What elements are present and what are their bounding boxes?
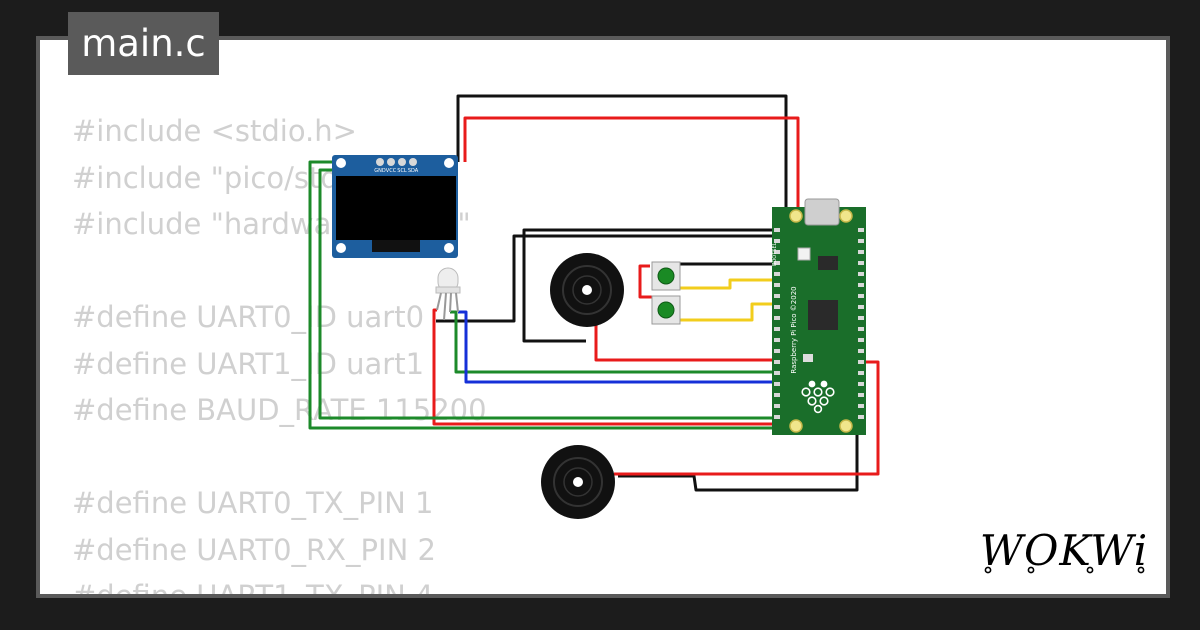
oled-label-sda: SDA	[408, 168, 419, 174]
wire-black-oled-gnd[interactable]	[456, 94, 788, 212]
rgb-led-leg-red	[436, 292, 442, 311]
code-line-9: #define UART0_TX_PIN 1	[72, 486, 434, 520]
code-line-6: #define UART1_ID uart1	[72, 346, 425, 381]
oled-mount-hole-tr	[444, 158, 454, 168]
code-line-10: #define UART0_RX_PIN 2	[72, 532, 436, 567]
push-button-2[interactable]	[651, 295, 681, 325]
wire-green-oled-sda[interactable]	[318, 168, 780, 420]
logo-node-2	[1027, 566, 1035, 574]
wire-red-led[interactable]	[432, 308, 780, 426]
logo-node-4	[1137, 566, 1145, 574]
wire-black-buzzer2[interactable]	[618, 408, 859, 492]
oled-pin-gnd[interactable]	[376, 158, 384, 166]
pico-led	[803, 354, 813, 362]
buzzer-1-hole	[582, 285, 592, 295]
pico-mount-hole-tl	[789, 209, 803, 223]
push-button-2-cap[interactable]	[657, 301, 675, 319]
code-line-5: #define UART0_ID uart0	[72, 300, 425, 334]
wire-green-oled-scl[interactable]	[308, 160, 780, 430]
oled-pin-scl[interactable]	[398, 158, 406, 166]
logo-node-1	[984, 566, 992, 574]
pico-bootsel-label: BOOTSEL	[772, 242, 778, 266]
pico-usb-port	[804, 198, 840, 226]
wire-red-buzzer1[interactable]	[594, 322, 780, 362]
buzzer-1-ring	[562, 265, 612, 315]
pico-silkscreen: Raspberry Pi Pico ©2020	[790, 286, 798, 373]
pico-right-pins[interactable]	[858, 228, 864, 419]
oled-screen	[336, 176, 456, 240]
oled-label-gnd: GND	[374, 168, 386, 174]
push-button-1[interactable]	[651, 261, 681, 291]
wire-green-led[interactable]	[450, 310, 780, 374]
wokwi-logo-text: WOKWi	[980, 526, 1148, 575]
wire-blue-led[interactable]	[458, 310, 780, 384]
raspberry-pi-pico[interactable]: BOOTSEL Raspberry Pi Pico ©2020	[772, 198, 866, 435]
buzzer-2-ring-inner	[563, 467, 593, 497]
wire-black-buzzer1[interactable]	[436, 234, 790, 323]
rgb-led-leg-green	[449, 292, 452, 313]
code-editor: #include <stdio.h>#include "pico/stdlib.…	[72, 108, 487, 598]
code-line-1: #include <stdio.h>	[72, 114, 357, 148]
pico-bootsel-button[interactable]	[797, 247, 811, 261]
code-line-7: #define BAUD_RATE 115200	[72, 393, 487, 427]
pico-mount-hole-tr	[839, 209, 853, 223]
buzzer-1-ring-inner	[572, 275, 602, 305]
buzzer-2-ring	[553, 457, 603, 507]
oled-mount-hole-tl	[336, 158, 346, 168]
code-line-11: #define UART1_TX_PIN 4	[72, 579, 434, 598]
wire-red-buttons[interactable]	[638, 264, 656, 299]
oled-mount-hole-bl	[336, 243, 346, 253]
rgb-led-base	[435, 286, 461, 294]
wokwi-logo: WOKWi	[980, 526, 1148, 575]
buzzer-2[interactable]	[541, 445, 615, 519]
push-button-1-base	[651, 261, 681, 291]
rgb-led[interactable]	[435, 267, 461, 321]
oled-label-vcc: VCC	[386, 168, 397, 174]
push-button-1-cap[interactable]	[657, 267, 675, 285]
oled-ribbon	[372, 240, 420, 252]
pico-left-pins[interactable]	[774, 228, 780, 419]
wire-red-buzzer2[interactable]	[614, 360, 880, 476]
raspberry-pi-logo-icon	[801, 380, 835, 414]
pico-mount-hole-bl	[789, 419, 803, 433]
oled-display[interactable]: GND VCC SCL SDA	[332, 155, 458, 258]
oled-pin-vcc[interactable]	[387, 158, 395, 166]
rgb-led-leg-common	[443, 292, 447, 321]
file-tab[interactable]: main.c	[68, 12, 219, 75]
wire-red-oled-vcc[interactable]	[463, 116, 848, 218]
buzzer-1[interactable]	[550, 253, 624, 327]
buzzer-2-hole	[573, 477, 583, 487]
oled-label-scl: SCL	[397, 168, 407, 174]
oled-mount-hole-br	[444, 243, 454, 253]
wire-yellow-button2[interactable]	[680, 302, 780, 322]
logo-node-3	[1086, 566, 1094, 574]
rgb-led-leg-blue	[455, 292, 459, 313]
wire-yellow-button1[interactable]	[680, 278, 780, 290]
pico-flash-chip	[818, 256, 838, 270]
oled-pin-sda[interactable]	[409, 158, 417, 166]
pico-mount-hole-br	[839, 419, 853, 433]
pico-rp2040-chip	[808, 300, 838, 330]
